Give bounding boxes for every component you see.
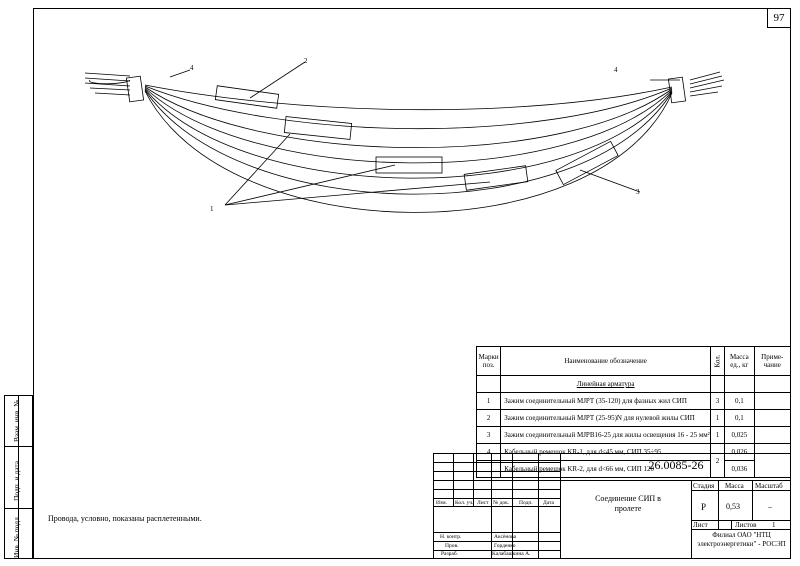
label-4-right: 4: [614, 66, 618, 74]
sign-date-label: Подп. и дата: [12, 460, 21, 501]
label-4-left: 4: [190, 64, 194, 72]
drawing-frame: [33, 8, 791, 559]
inv-original-label: Инв. № подл.: [12, 515, 21, 558]
hdr-name: Наименование обозначение: [500, 346, 711, 376]
doc-title: Соединение СИП в пролете: [595, 494, 661, 513]
hdr-mass: Масса ед., кг: [724, 346, 755, 376]
section-title: Линейная арматура: [500, 375, 711, 393]
organization: Филиал ОАО "НТЦ электроэнергетики" - РОС…: [697, 531, 786, 548]
label-3: 3: [636, 188, 640, 196]
spec-table: Марки поз. Наименование обозначение Кол.…: [475, 346, 791, 478]
drawing-note: Провода, условно, показаны расплетенными…: [48, 514, 202, 523]
page-number: 97: [767, 8, 791, 28]
label-1: 1: [210, 205, 214, 213]
table-row: Кабельный ремешок KR-2, для d<66 мм, СИП…: [475, 460, 791, 478]
hdr-mark: Марки поз.: [475, 346, 502, 376]
hdr-qty: Кол.: [709, 346, 726, 376]
wire-splice-drawing: 4 2 1 3 4: [84, 57, 725, 213]
hdr-remark: Приме-чание: [753, 346, 791, 376]
inv-replace-label: Взам. инв. №: [12, 399, 21, 442]
left-binding-strip: Инв. № подл. Подп. и дата Взам. инв. №: [4, 395, 33, 559]
doc-number: 26.0085-26: [648, 458, 704, 472]
label-2: 2: [304, 57, 308, 65]
